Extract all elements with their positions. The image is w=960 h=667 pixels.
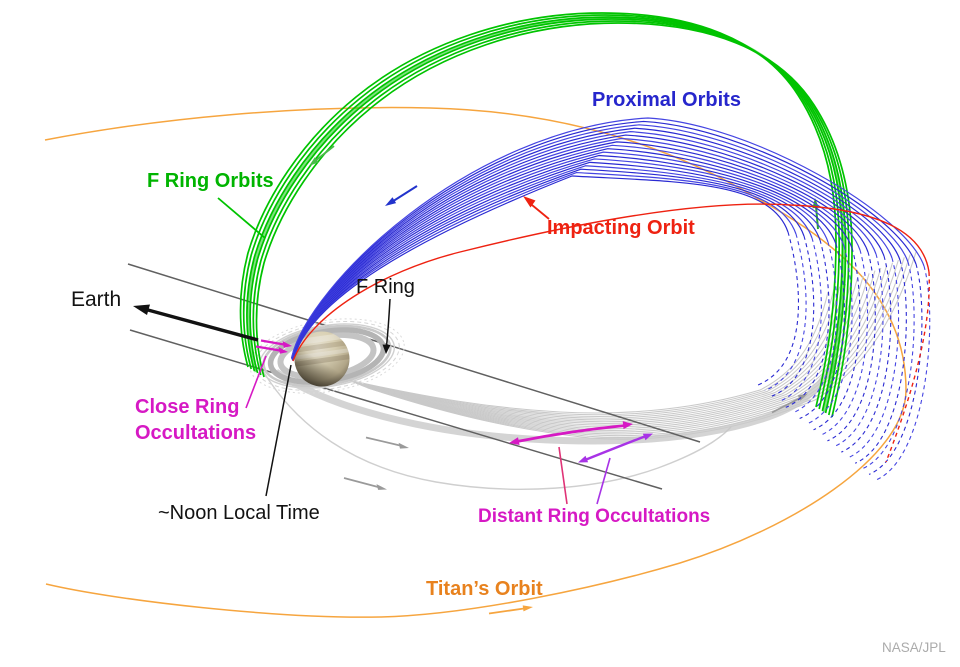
gray-direction-arrows	[343, 393, 808, 490]
credit-nasa-jpl: NASA/JPL	[882, 640, 946, 655]
label-titans-orbit: Titan’s Orbit	[426, 578, 543, 600]
label-distant-ring-occultations: Distant Ring Occultations	[478, 506, 711, 527]
occultation-sightlines	[127, 263, 701, 490]
label-f-ring: F Ring	[356, 276, 415, 298]
f-ring-pointer-arrow	[382, 298, 391, 354]
label-earth: Earth	[71, 288, 122, 311]
titan-direction-arrow	[488, 605, 533, 615]
label-proximal-orbits: Proximal Orbits	[592, 89, 741, 111]
titan-orbit-ellipse	[44, 106, 907, 618]
f-ring-orbits-leader	[217, 197, 266, 239]
label-close-ring-line2: Occultations	[135, 422, 257, 444]
gray-orbit-loop	[259, 365, 732, 490]
proximal-direction-arrow	[385, 185, 418, 206]
label-close-ring-occultations: Close Ring Occultations	[135, 394, 256, 446]
saturn	[290, 331, 354, 387]
earth-arrow	[133, 304, 259, 342]
label-f-ring-orbits: F Ring Orbits	[147, 170, 274, 192]
close-ring-occultation-arrows	[245, 339, 292, 409]
label-noon-local-time: ~Noon Local Time	[158, 502, 320, 524]
impacting-orbit-path	[292, 203, 930, 463]
label-impacting-orbit: Impacting Orbit	[547, 217, 695, 239]
impacting-orbit-leader	[523, 196, 550, 220]
label-close-ring-line1: Close Ring	[135, 396, 240, 418]
noon-leader-line	[265, 364, 292, 497]
distant-ring-occultation-arrows	[509, 421, 653, 505]
proximal-orbit-bundle	[290, 117, 925, 362]
